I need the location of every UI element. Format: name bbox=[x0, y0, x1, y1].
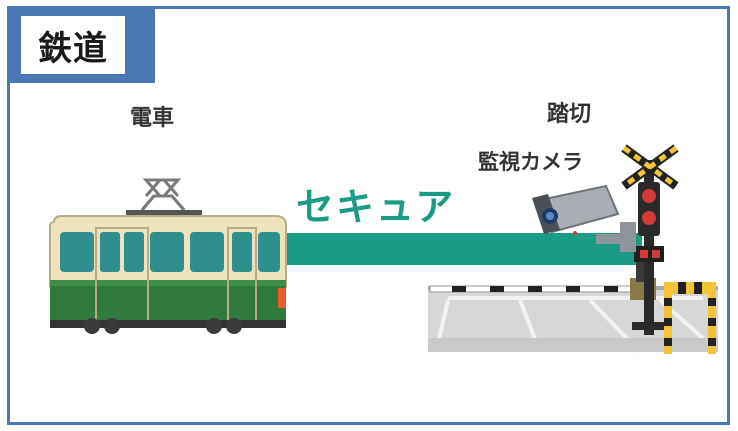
safety-fence bbox=[664, 282, 716, 354]
railway-crossing-icon bbox=[621, 144, 679, 335]
section-tag-inner: 鉄道 bbox=[21, 16, 125, 74]
section-tag: 鉄道 bbox=[7, 6, 155, 83]
tram-icon bbox=[49, 178, 287, 334]
crossing-label: 踏切 bbox=[547, 102, 592, 127]
section-title: 鉄道 bbox=[38, 28, 108, 69]
road-scene bbox=[428, 286, 718, 354]
cctv-camera-icon bbox=[532, 184, 636, 252]
train-label: 電車 bbox=[130, 106, 175, 131]
secure-link-band bbox=[280, 233, 642, 265]
camera-label: 監視カメラ bbox=[478, 150, 583, 174]
secure-link-label: セキュア bbox=[296, 185, 456, 229]
